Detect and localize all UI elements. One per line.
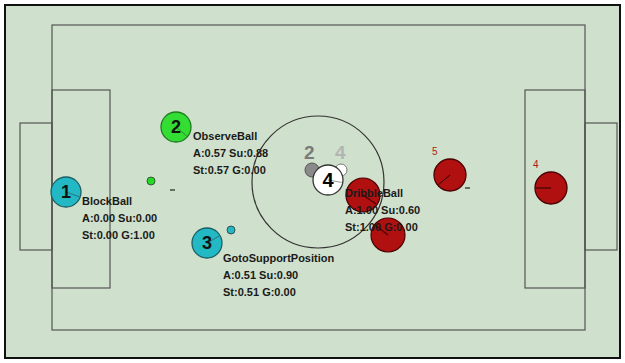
mark-dash <box>465 187 470 188</box>
behavior-label: GotoSupportPositionA:0.51 Su:0.90 St:0.5… <box>223 250 334 301</box>
left-penalty-area <box>52 90 110 288</box>
target-marker <box>147 177 155 185</box>
behavior-label: DribbleBallA:1.00 Su:0.60 St:1.00 G:0.00 <box>345 185 440 236</box>
robot-body <box>161 112 191 142</box>
player-robot: 3GotoSupportPositionA:0.51 Su:0.90 St:0.… <box>191 227 223 259</box>
robot-number: 5 <box>432 146 438 158</box>
player-robot: 4DribbleBallA:1.00 Su:0.60 St:1.00 G:0.0… <box>312 164 344 196</box>
field-boundary <box>52 25 585 330</box>
behavior-name: DribbleBall <box>345 185 440 202</box>
behavior-label: BlockBallA:0.00 Su:0.00 St:0.00 G:1.00 <box>82 193 177 244</box>
target-marker <box>227 226 235 234</box>
heading-line <box>536 188 551 189</box>
behavior-name: BlockBall <box>82 193 177 210</box>
field-ground <box>5 5 620 358</box>
behavior-label: ObserveBallA:0.57 Su:0.88 St:0.57 G:0.00 <box>193 128 288 179</box>
robot-body <box>535 172 567 204</box>
right-penalty-area <box>525 90 585 288</box>
heading-line <box>439 175 450 185</box>
robot-number: 4 <box>533 159 539 171</box>
robot-body <box>51 177 81 207</box>
robot-shape <box>534 171 568 205</box>
ghost-number: 4 <box>335 143 346 163</box>
behavior-values: A:1.00 Su:0.60 St:1.00 G:0.00 <box>345 202 440 236</box>
behavior-values: A:0.00 Su:0.00 St:0.00 G:1.00 <box>82 210 177 244</box>
ghost-number: 2 <box>304 143 315 163</box>
player-robot: 2ObserveBallA:0.57 Su:0.88 St:0.57 G:0.0… <box>160 111 192 143</box>
robot-body <box>313 165 343 195</box>
behavior-name: ObserveBall <box>193 128 288 145</box>
robot-body <box>192 228 222 258</box>
robot-number: 4 <box>312 164 344 196</box>
player-robot: 1BlockBallA:0.00 Su:0.00 St:0.00 G:1.00 <box>50 176 82 208</box>
opponent-robot: 5 <box>433 158 467 192</box>
opponent-robot: 4 <box>534 171 568 205</box>
robot-shape <box>433 158 467 192</box>
robot-number: 1 <box>50 176 82 208</box>
behavior-values: A:0.51 Su:0.90 St:0.51 G:0.00 <box>223 267 318 301</box>
mark-dash <box>170 189 175 190</box>
behavior-values: A:0.57 Su:0.88 St:0.57 G:0.00 <box>193 145 288 179</box>
right-goal <box>585 123 617 250</box>
behavior-name: GotoSupportPosition <box>223 250 334 267</box>
robot-number: 2 <box>160 111 192 143</box>
robot-number: 3 <box>191 227 223 259</box>
robot-body <box>434 159 466 191</box>
left-goal <box>20 123 52 250</box>
